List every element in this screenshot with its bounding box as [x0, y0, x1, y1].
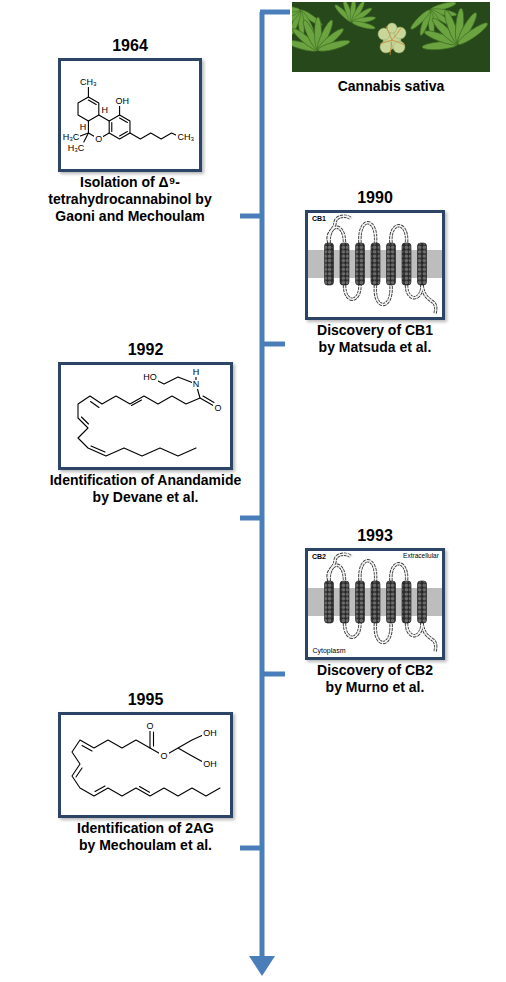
bond — [130, 133, 178, 139]
atom-label: H — [101, 106, 110, 115]
text-slot: 1964 — [112, 36, 148, 55]
text-slot: O — [213, 404, 222, 413]
leaf — [330, 2, 385, 36]
receptor-label: CB1 — [311, 215, 327, 222]
bond — [150, 731, 203, 762]
text-slot: H — [192, 368, 201, 377]
text-slot: Cytoplasm — [311, 647, 346, 654]
atom-label: N — [192, 380, 201, 389]
event-box: 1993Discovery of CB2 by Murno et al. — [305, 548, 445, 660]
year-label: 1993 — [357, 526, 393, 545]
text-slot: Identification of 2AG by Mechoulam et al… — [71, 820, 221, 854]
event-caption: Identification of 2AG by Mechoulam et al… — [71, 820, 221, 854]
text-slot: Discovery of CB1 by Matsuda et al. — [312, 322, 438, 356]
atom-label: H — [192, 368, 201, 377]
bond — [78, 396, 200, 456]
atom-label: OH — [114, 97, 130, 106]
atom-label: O — [213, 404, 222, 413]
atom-label: O — [94, 135, 103, 144]
text-slot: 1992 — [128, 340, 164, 359]
text-slot: CB1 — [311, 215, 327, 222]
atom-label: O — [159, 752, 168, 761]
bond — [72, 740, 220, 796]
year-label: 1990 — [357, 188, 393, 207]
receptor-illustration — [308, 554, 442, 652]
text-slot: H₃C — [62, 133, 81, 142]
atom-label: H₃C — [67, 144, 86, 153]
text-slot: CH₃ — [176, 133, 195, 142]
receptor-illustration — [308, 216, 442, 314]
atom-label: HO — [142, 373, 158, 382]
event-caption: Discovery of CB2 by Murno et al. — [312, 662, 438, 696]
axis-tick — [262, 342, 285, 347]
2ag-structure — [72, 731, 220, 796]
axis-tick — [240, 846, 262, 851]
text-slot: CH₃ — [79, 78, 98, 87]
double-bond — [82, 400, 142, 452]
bond — [150, 372, 214, 406]
axis-tick — [240, 214, 262, 219]
year-label: 1995 — [128, 690, 164, 709]
receptor-label: CB2 — [311, 553, 327, 560]
atom-label: H₃C — [62, 133, 81, 142]
text-slot: OH — [114, 97, 130, 106]
leaf — [412, 2, 490, 60]
event-caption: Isolation of Δ⁹-tetrahydrocannabinol by … — [40, 174, 220, 224]
event-box: 1990Discovery of CB1 by Matsuda et al. — [305, 210, 445, 320]
text-slot: Extracellular — [402, 553, 440, 560]
event-caption: Discovery of CB1 by Matsuda et al. — [312, 322, 438, 356]
anandamide-structure — [78, 372, 214, 456]
double-bond — [203, 396, 214, 403]
text-slot: O — [145, 722, 154, 731]
axis-tick — [262, 672, 285, 677]
text-slot: N — [192, 380, 201, 389]
text-slot: Cannabis sativa — [337, 79, 446, 93]
text-slot: CB2 — [311, 553, 327, 560]
atom-label: OH — [202, 729, 218, 738]
text-slot: H₃C — [67, 144, 86, 153]
text-slot: HO — [142, 373, 158, 382]
year-label: 1992 — [128, 340, 164, 359]
thc-structure — [78, 87, 178, 142]
year-label: 1964 — [112, 36, 148, 55]
leaf — [292, 17, 351, 53]
event-box: 1964Isolation of Δ⁹-tetrahydrocannabinol… — [58, 58, 202, 172]
region-label: Extracellular — [402, 553, 440, 560]
text-slot: OH — [202, 760, 218, 769]
text-slot: OH — [202, 729, 218, 738]
double-bond — [76, 746, 150, 793]
text-slot: O — [94, 135, 103, 144]
region-label: Cytoplasm — [311, 647, 346, 654]
atom-label: O — [145, 722, 154, 731]
axis-line — [260, 12, 265, 958]
timeline-axis — [240, 12, 290, 958]
double-bond — [153, 732, 154, 746]
atom-label: H — [79, 123, 88, 132]
text-slot: 1995 — [128, 690, 164, 709]
event-caption: Identification of Anandamide by Devane e… — [44, 472, 248, 506]
atom-label: OH — [202, 760, 218, 769]
atom-label: CH₃ — [79, 78, 98, 87]
atom-label: CH₃ — [176, 133, 195, 142]
text-slot: H — [101, 106, 110, 115]
text-slot: Discovery of CB2 by Murno et al. — [312, 662, 438, 696]
cannabis-photo — [292, 2, 490, 72]
axis-arrowhead — [249, 956, 275, 976]
text-slot: Identification of Anandamide by Devane e… — [44, 472, 248, 506]
text-slot: 1993 — [357, 526, 393, 545]
species-label: Cannabis sativa — [337, 79, 446, 93]
text-slot: 1990 — [357, 188, 393, 207]
bud-hairs — [380, 26, 405, 55]
text-slot: O — [159, 752, 168, 761]
axis-tick — [240, 516, 262, 521]
text-slot: Isolation of Δ⁹-tetrahydrocannabinol by … — [40, 174, 220, 224]
axis-cap — [260, 10, 290, 15]
text-slot: H — [79, 123, 88, 132]
